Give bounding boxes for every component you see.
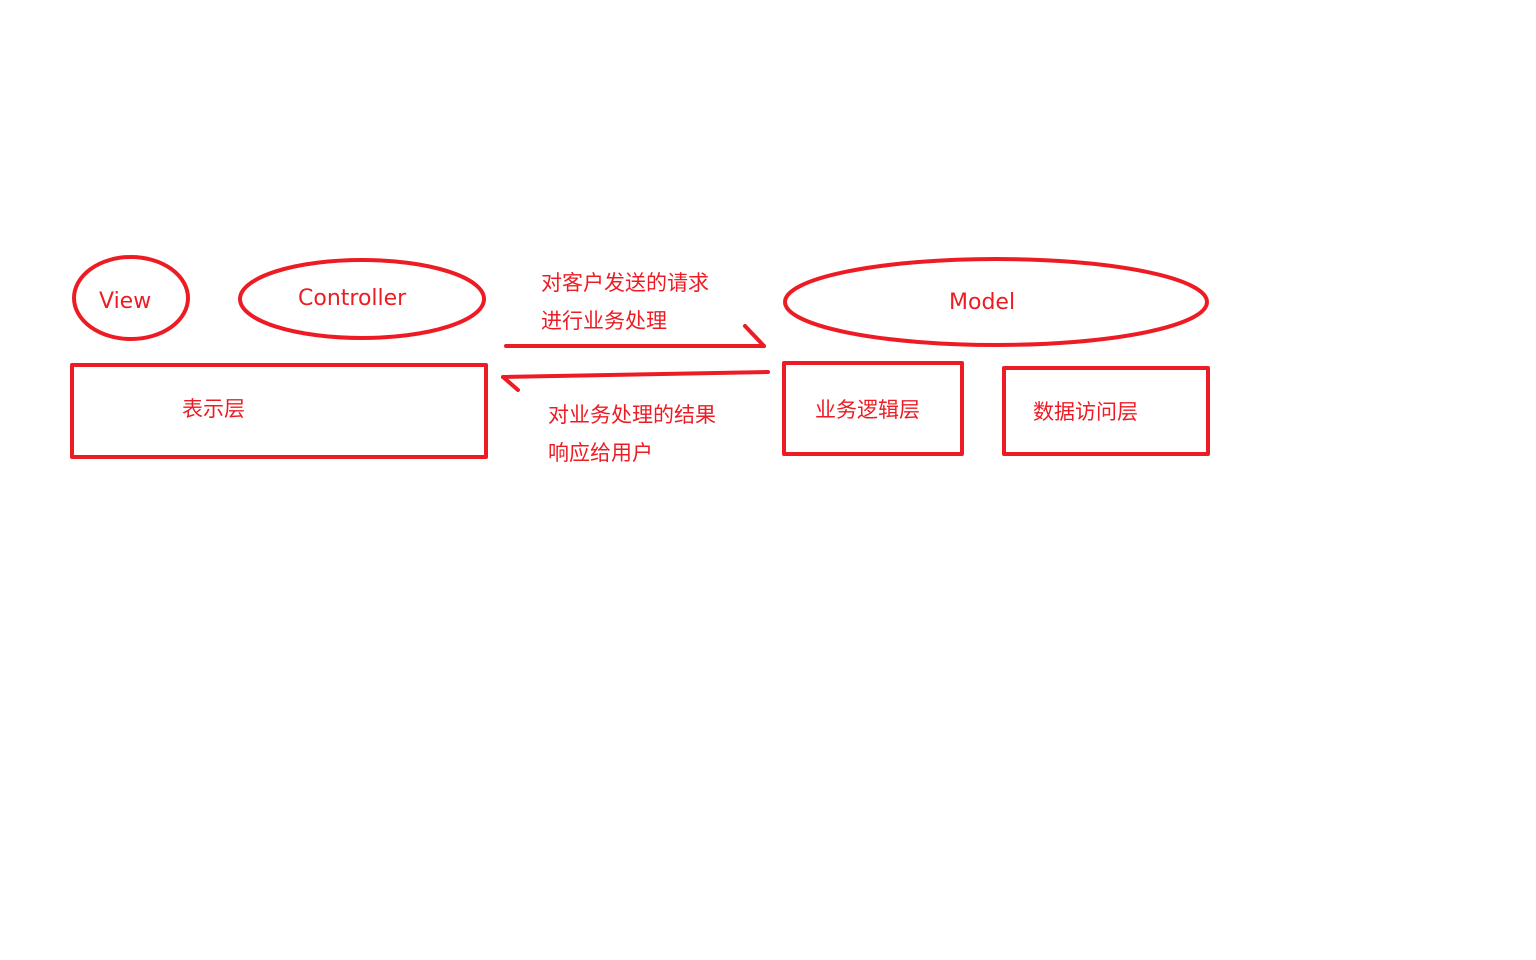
business-logic-layer-box [782, 361, 964, 456]
model-ellipse [783, 257, 1209, 347]
presentation-layer-label: 表示层 [182, 397, 245, 421]
response-arrow [501, 370, 770, 392]
response-caption-line-1: 对业务处理的结果 [548, 403, 716, 427]
model-label: Model [949, 290, 1016, 315]
request-arrow [504, 324, 766, 348]
view-label: View [99, 289, 152, 314]
request-caption-line-1: 对客户发送的请求 [541, 271, 709, 295]
request-caption: 对客户发送的请求 进行业务处理 [541, 264, 709, 340]
controller-ellipse [238, 258, 486, 340]
response-caption-line-2: 响应给用户 [548, 441, 653, 465]
view-ellipse [72, 255, 190, 341]
request-caption-line-2: 进行业务处理 [541, 309, 667, 333]
presentation-layer-box [70, 363, 488, 459]
business-logic-layer-label: 业务逻辑层 [815, 398, 920, 422]
data-access-layer-box [1002, 366, 1210, 456]
data-access-layer-label: 数据访问层 [1033, 400, 1138, 424]
response-caption: 对业务处理的结果 响应给用户 [548, 396, 716, 472]
controller-label: Controller [298, 286, 407, 311]
